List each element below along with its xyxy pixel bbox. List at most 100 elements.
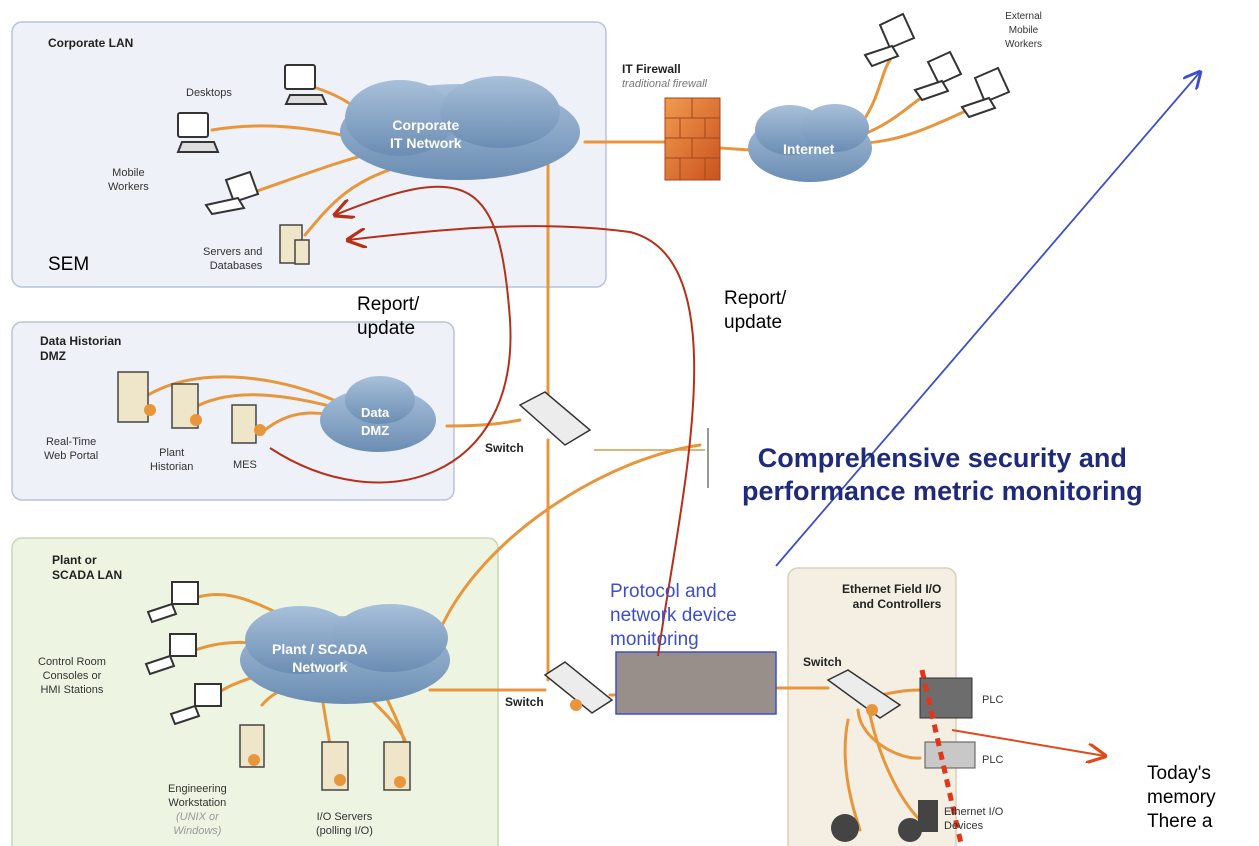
cloud-label-corporate: Corporate IT Network <box>390 116 462 152</box>
annotation-line: There a <box>1147 811 1213 832</box>
zone-title-field: Ethernet Field I/O and Controllers <box>842 582 941 612</box>
internet-cloud <box>748 104 872 182</box>
label-line: External <box>1005 11 1042 22</box>
label-line: (polling I/O) <box>316 825 373 837</box>
zone-title-corporate-lan: Corporate LAN <box>48 36 134 50</box>
firewall-subtitle: traditional firewall <box>622 78 707 90</box>
annotation-line: monitoring <box>610 629 699 650</box>
zone-title-historian: Data Historian DMZ <box>40 334 121 364</box>
security-arrow <box>775 72 1200 567</box>
label-line: Real-Time <box>45 436 97 448</box>
zone-title-line: Data Historian <box>40 334 122 348</box>
label-io-servers: I/O Servers (polling I/O) <box>316 810 373 838</box>
annotation-line: Report/ <box>724 288 787 309</box>
laptop-icon <box>204 170 260 216</box>
cloud-label-line: Plant / SCADA <box>272 641 368 657</box>
plc-callout-arrow <box>951 729 1105 756</box>
zone-title-line: DMZ <box>40 349 66 363</box>
annotation-line: Protocol and <box>610 581 717 602</box>
cloud-label-line: Network <box>292 659 348 675</box>
label-control-room: Control Room Consoles or HMI Stations <box>38 655 106 697</box>
cloud-label-line: DMZ <box>361 423 390 438</box>
external-laptop-icon <box>863 12 1011 119</box>
label-line: Databases <box>209 260 263 272</box>
report-arrow-right <box>348 225 696 657</box>
hmi-console-icons <box>144 581 222 726</box>
label-line: Historian <box>150 461 194 473</box>
switch-icon-lower <box>543 661 614 714</box>
label-plant-historian: Plant Historian <box>150 446 193 474</box>
label-plc-2: PLC <box>982 754 1004 766</box>
annotation-report-2: Report/ update <box>724 287 786 335</box>
label-line: I/O Servers <box>316 811 373 823</box>
switch-icon-field <box>826 669 902 719</box>
headline-line: performance metric monitoring <box>742 476 1143 506</box>
annotation-line: Report/ <box>357 294 420 315</box>
label-ethernet-io: Ethernet I/O Devices <box>944 805 1003 833</box>
label-line: Servers and <box>203 246 263 258</box>
label-line: (UNIX or <box>175 811 219 823</box>
label-servers: Servers and Databases <box>203 245 262 273</box>
cloud-label-line: Corporate <box>392 117 460 133</box>
label-line: Consoles or <box>42 670 102 682</box>
cloud-label-line: Data <box>361 405 390 420</box>
historian-server-icons <box>117 371 257 444</box>
annotation-line: network device <box>610 605 737 626</box>
firewall-icon <box>664 97 721 181</box>
annotation-line: Today's <box>1147 763 1211 784</box>
label-line: Windows) <box>173 825 222 837</box>
label-engineering: Engineering Workstation (UNIX or Windows… <box>168 782 227 838</box>
firewall-title: IT Firewall <box>622 62 681 76</box>
monitoring-appliance <box>615 651 777 715</box>
dotted-divider <box>919 669 965 846</box>
label-desktops: Desktops <box>186 87 232 99</box>
report-arrow-left <box>269 185 512 484</box>
label-line: Workers <box>1005 39 1043 50</box>
label-mobile-workers: Mobile Workers <box>108 166 149 194</box>
label-mes: MES <box>233 459 257 471</box>
label-switch-lower: Switch <box>505 695 544 709</box>
zone-title-plant: Plant or SCADA LAN <box>52 553 122 583</box>
headline-security-monitoring: Comprehensive security and performance m… <box>742 442 1143 508</box>
label-line: Ethernet I/O <box>944 806 1004 818</box>
switch-icon-upper <box>518 391 592 446</box>
ethernet-io-device-icons <box>831 800 938 842</box>
annotation-sem: SEM <box>48 254 90 275</box>
label-realtime-portal: Real-Time Web Portal <box>44 435 98 463</box>
cloud-label-line: IT Network <box>390 135 462 151</box>
zone-title-line: Plant or <box>52 553 97 567</box>
annotation-protocol-monitoring: Protocol and network device monitoring <box>610 580 737 652</box>
label-line: Workers <box>108 181 149 193</box>
label-line: Mobile <box>1008 25 1039 36</box>
annotation-line: memory <box>1147 787 1216 808</box>
cloud-label-plant: Plant / SCADA Network <box>272 640 368 676</box>
label-line: Devices <box>944 820 984 832</box>
label-line: Web Portal <box>44 450 99 462</box>
zone-title-line: SCADA LAN <box>52 568 123 582</box>
label-line: Plant <box>159 447 185 459</box>
label-switch-field: Switch <box>803 655 842 669</box>
headline-line: Comprehensive security and <box>757 443 1127 473</box>
data-dmz-cloud <box>320 376 436 452</box>
label-external-workers: External Mobile Workers <box>1005 10 1042 52</box>
desktop-icon <box>284 64 328 105</box>
zone-title-line: Ethernet Field I/O <box>842 582 942 596</box>
label-line: Workstation <box>168 797 227 809</box>
annotation-line: update <box>724 312 783 333</box>
label-plc-1: PLC <box>982 694 1004 706</box>
server-icon <box>279 224 310 265</box>
zone-title-line: and Controllers <box>852 597 942 611</box>
mobile-worker-desktop-icon <box>176 112 220 153</box>
annotation-today: Today's memory There a <box>1147 762 1216 834</box>
annotation-line: update <box>357 318 416 339</box>
cloud-label-internet: Internet <box>783 141 835 157</box>
label-switch-upper: Switch <box>485 441 524 455</box>
label-line: Mobile <box>112 167 145 179</box>
cloud-label-data-dmz: Data DMZ <box>361 404 389 440</box>
label-line: Control Room <box>38 656 106 668</box>
annotation-report-1: Report/ update <box>357 293 419 341</box>
label-line: HMI Stations <box>40 684 104 696</box>
corporate-cloud <box>340 76 580 180</box>
label-line: Engineering <box>168 783 227 795</box>
